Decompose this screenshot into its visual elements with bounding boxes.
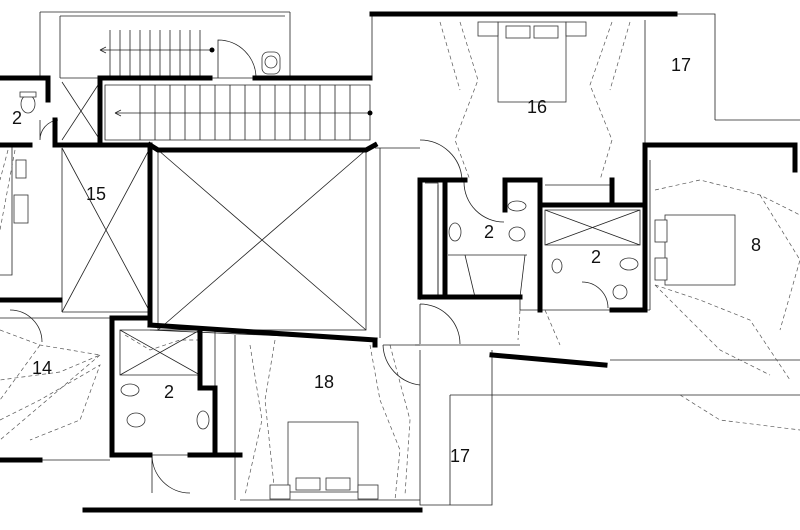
room-label-room-14: 14 [32, 358, 52, 378]
room-label-bath-right: 2 [591, 247, 601, 267]
walls [0, 11, 798, 513]
room-label-terrace-17-top: 17 [671, 55, 691, 75]
room-label-bath-top-left: 2 [12, 108, 22, 128]
room-label-bath-bottom: 2 [164, 382, 174, 402]
dashed-furniture [0, 21, 800, 501]
room-labels: 2 15 16 17 2 2 8 14 2 18 17 [12, 55, 761, 466]
room-label-terrace-17-bottom: 17 [450, 446, 470, 466]
room-label-bedroom-16: 16 [527, 97, 547, 117]
room-label-bath-center: 2 [484, 222, 494, 242]
room-label-bedroom-8: 8 [751, 235, 761, 255]
walk-in-diagonals [61, 147, 151, 313]
room-label-walk-in-15: 15 [86, 184, 106, 204]
room-label-bedroom-18: 18 [314, 372, 334, 392]
void-atrium [157, 149, 367, 331]
beds [269, 21, 736, 500]
door-swings [9, 39, 609, 494]
